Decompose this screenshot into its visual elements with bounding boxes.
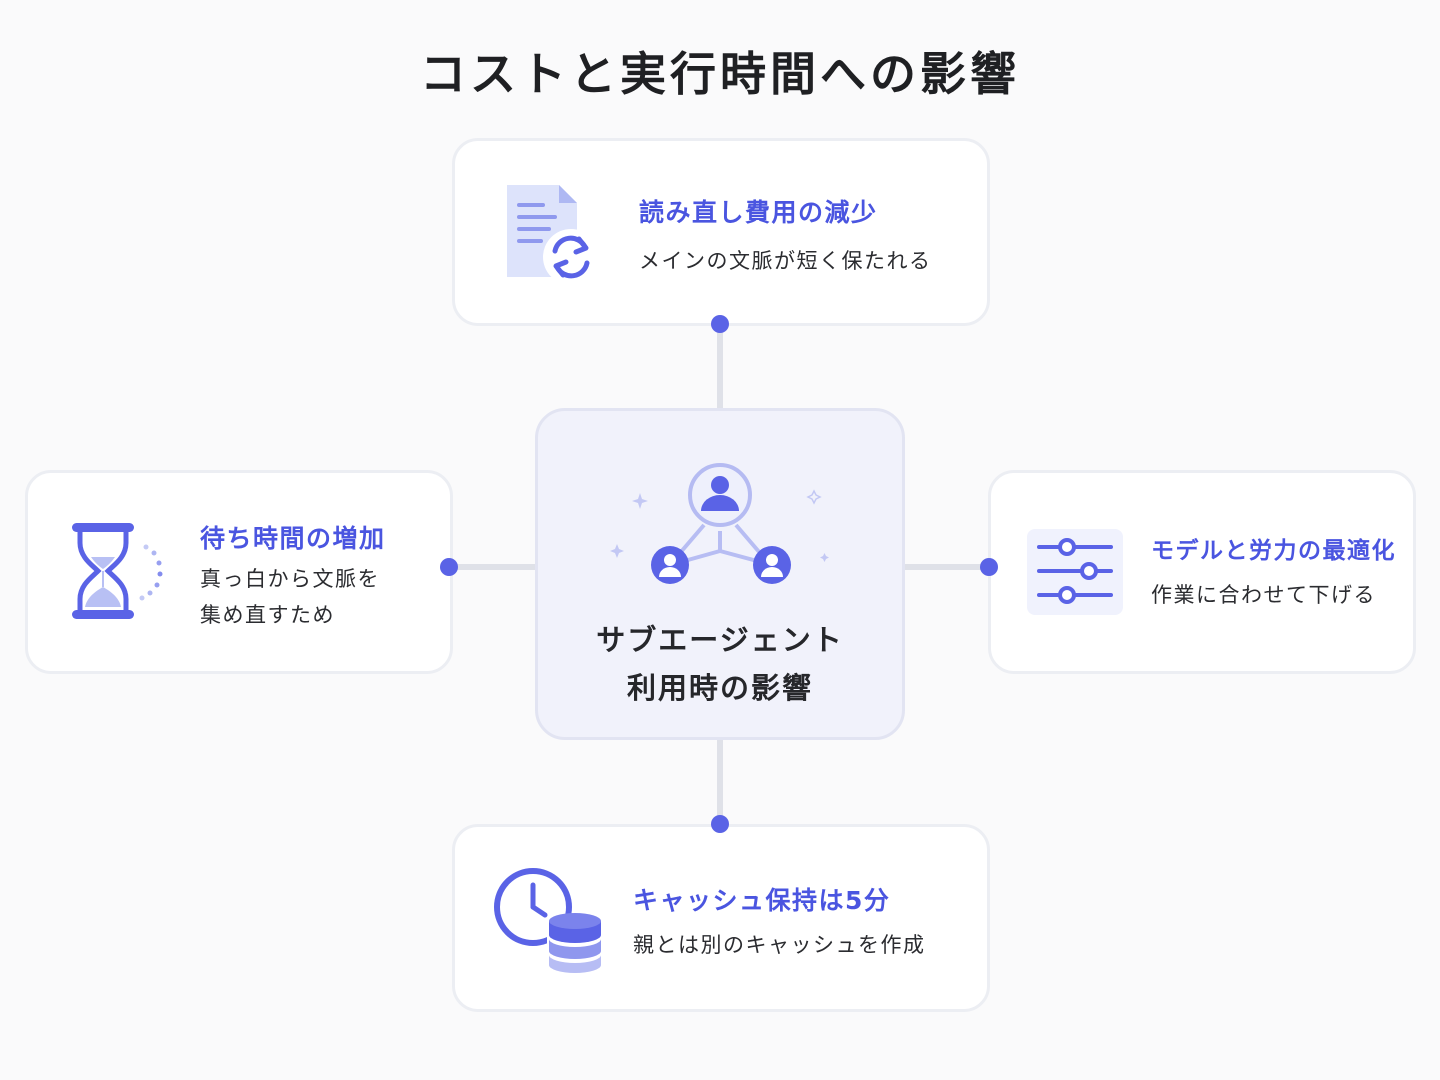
document-refresh-icon xyxy=(507,185,599,285)
hourglass-icon xyxy=(72,523,163,619)
connector-bottom xyxy=(717,740,723,824)
center-title-line1: サブエージェント xyxy=(596,623,844,657)
center-card-subagent-impact: サブエージェント 利用時の影響 xyxy=(535,408,905,740)
connector-dot-right xyxy=(980,558,998,576)
card-reread-cost: 読み直し費用の減少 メインの文脈が短く保たれる xyxy=(452,138,990,326)
center-title-line2: 利用時の影響 xyxy=(626,671,813,705)
card-desc-reread-cost: メインの文脈が短く保たれる xyxy=(639,249,932,273)
connector-dot-top xyxy=(711,315,729,333)
card-title-reread-cost: 読み直し費用の減少 xyxy=(639,198,878,227)
connector-top xyxy=(717,326,723,410)
connector-left xyxy=(452,564,536,570)
card-model-optimization: モデルと労力の最適化 作業に合わせて下げる xyxy=(988,470,1416,674)
card-wait-time: 待ち時間の増加 真っ白から文脈を 集め直すため xyxy=(25,470,453,674)
connector-dot-bottom xyxy=(711,815,729,833)
sliders-icon xyxy=(1027,529,1123,615)
card-cache-retention: キャッシュ保持は5分 親とは別のキャッシュを作成 xyxy=(452,824,990,1012)
card-desc-wait-time-line2: 集め直すため xyxy=(200,603,335,627)
card-desc-model-optimization: 作業に合わせて下げる xyxy=(1151,583,1376,607)
card-title-wait-time: 待ち時間の増加 xyxy=(200,524,386,553)
card-desc-cache-retention: 親とは別のキャッシュを作成 xyxy=(633,933,926,957)
card-title-model-optimization: モデルと労力の最適化 xyxy=(1151,538,1396,564)
page-title: コストと実行時間への影響 xyxy=(420,47,1020,101)
connector-right xyxy=(904,564,988,570)
agent-network-icon xyxy=(610,463,829,584)
card-title-cache-retention: キャッシュ保持は5分 xyxy=(633,886,891,915)
connector-dot-left xyxy=(440,558,458,576)
card-desc-wait-time-line1: 真っ白から文脈を xyxy=(200,567,380,591)
clock-database-icon xyxy=(494,868,603,973)
